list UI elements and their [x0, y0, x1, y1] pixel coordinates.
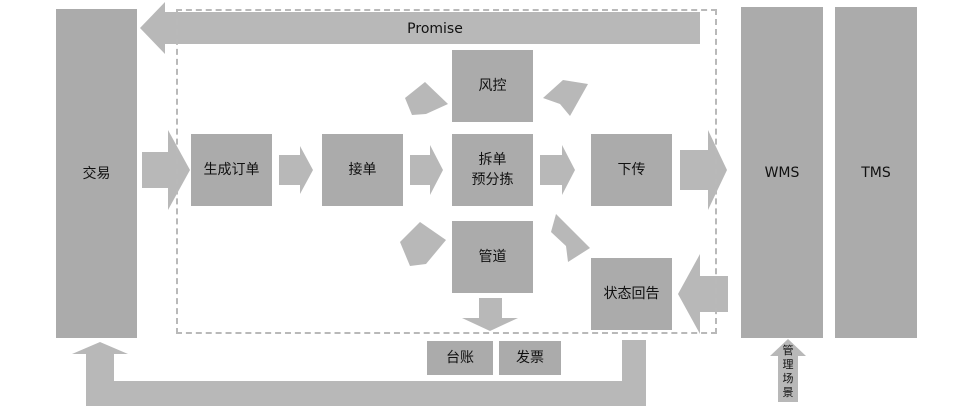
node-dispatch-label: 下传: [617, 162, 646, 178]
node-invoice: 发票: [499, 341, 561, 375]
node-presort-label: 预分拣: [471, 172, 514, 188]
node-accept-order-label: 接单: [348, 162, 377, 178]
node-split-label: 拆单: [478, 152, 507, 168]
node-wms: WMS: [741, 7, 823, 338]
arrow-wms-to-status: [678, 254, 728, 334]
scene-char: 景: [782, 386, 794, 399]
node-dispatch: 下传: [591, 134, 672, 206]
scene-char: 理: [782, 358, 794, 371]
return-loop-arrow: [72, 340, 646, 406]
node-pipeline: 管道: [452, 221, 533, 293]
node-status-report-label: 状态回告: [603, 286, 660, 302]
chevron-in-risk: [405, 82, 448, 115]
node-wms-label: WMS: [764, 164, 800, 181]
node-trade-label: 交易: [82, 165, 111, 182]
node-ledger-label: 台账: [446, 350, 474, 366]
node-status-report: 状态回告: [591, 258, 672, 330]
arrow-order-to-accept: [279, 146, 313, 194]
scene-up-arrow: [770, 339, 806, 402]
node-pipeline-label: 管道: [478, 249, 507, 265]
arrow-split-to-dispatch: [540, 145, 575, 195]
chevron-in-pipe: [400, 222, 446, 266]
promise-label-box: Promise: [170, 14, 700, 44]
node-invoice-label: 发票: [516, 350, 544, 366]
arrow-pipe-down: [462, 298, 518, 331]
node-accept-order: 接单: [322, 134, 403, 206]
scene-char: 场: [782, 372, 794, 385]
node-create-order: 生成订单: [191, 134, 272, 206]
node-trade: 交易: [56, 9, 137, 338]
promise-arrow: [140, 2, 700, 54]
chevron-out-pipe: [551, 214, 590, 262]
arrow-trade-to-order: [142, 130, 190, 210]
node-risk-control-label: 风控: [478, 78, 507, 94]
node-ledger: 台账: [427, 341, 493, 375]
node-risk-control: 风控: [452, 50, 533, 122]
node-create-order-label: 生成订单: [203, 162, 260, 178]
promise-label: Promise: [407, 21, 463, 37]
node-tms-label: TMS: [861, 164, 891, 181]
node-tms: TMS: [835, 7, 917, 338]
scene-char: 管: [782, 344, 794, 357]
chevron-out-risk: [543, 80, 588, 116]
node-split-presort: 拆单 预分拣: [452, 134, 533, 206]
arrow-accept-to-split: [410, 145, 443, 195]
order-center-boundary: [176, 9, 717, 334]
management-scene-label: 管 理 场 景: [779, 341, 797, 403]
